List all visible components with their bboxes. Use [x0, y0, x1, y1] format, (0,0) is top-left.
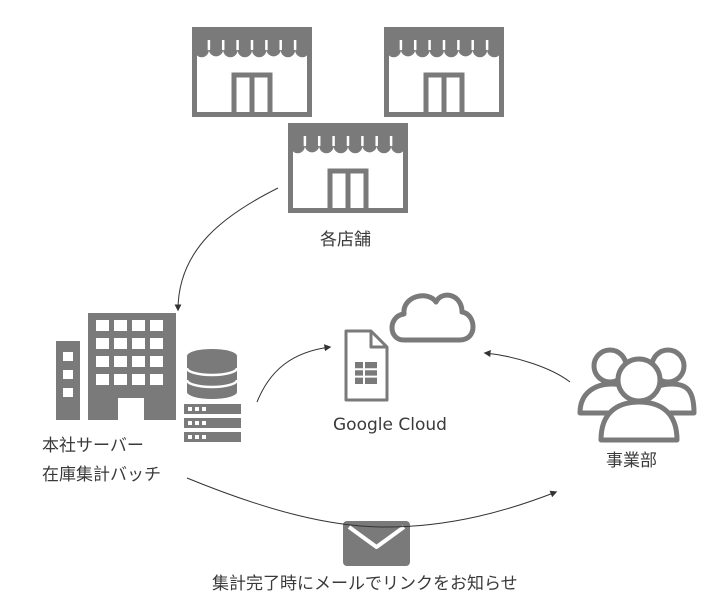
- database-server-icon: [184, 349, 241, 442]
- server-label-line2: 在庫集計バッチ: [42, 465, 161, 485]
- server-to-cloud-arrow: [256, 344, 332, 403]
- store-icon: [195, 30, 310, 115]
- store-icon: [291, 126, 406, 211]
- stores-label: 各店舗: [320, 230, 371, 250]
- store-icon: [387, 30, 502, 115]
- spreadsheet-icon: [344, 329, 389, 402]
- office-building-icon: [56, 313, 176, 420]
- people-group-icon: [577, 347, 697, 443]
- department-to-cloud-arrow: [483, 350, 571, 383]
- department-label: 事業部: [606, 451, 657, 471]
- cloud-icon: [389, 292, 476, 343]
- stores-to-server-arrow: [174, 187, 279, 312]
- cloud-label: Google Cloud: [333, 415, 447, 435]
- mail-icon: [343, 521, 410, 566]
- notification-label: 集計完了時にメールでリンクをお知らせ: [212, 574, 518, 594]
- server-to-department-arrow: [186, 477, 558, 528]
- server-label-line1: 本社サーバー: [42, 436, 144, 456]
